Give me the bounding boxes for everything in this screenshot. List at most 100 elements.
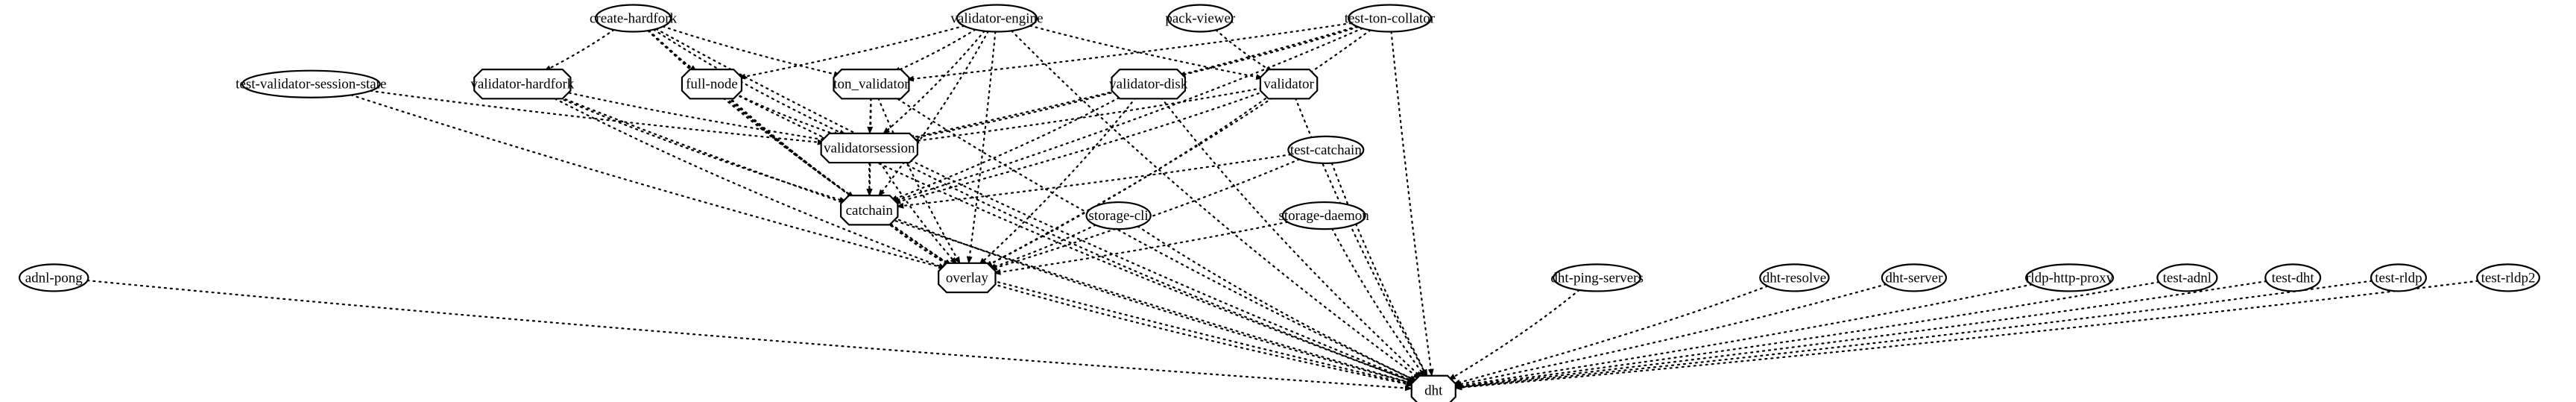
edge-catchain-to-overlay [885,221,951,267]
node-dht-server: dht-server [1881,263,1948,292]
edge-overlay-to-dht [991,283,1414,387]
node-label: catchain [846,203,894,219]
node-label: storage-cli [1089,208,1149,224]
edge-validator-disk-to-dht [1160,96,1423,379]
edge-test-validator-session-state-to-validatorsession [369,89,825,145]
edge-validatorsession-to-dht [896,159,1416,383]
node-label: test-validator-session-state [236,77,386,92]
node-test-dht: test-dht [2264,263,2322,292]
node-shape [241,69,381,98]
node-test-catchain: test-catchain [1287,135,1365,165]
node-label: ton_validator [833,77,909,92]
node-validatorsession: validatorsession [820,132,918,164]
edge-dht-server-to-dht [1453,283,1887,387]
edge-create-hardfork-to-catchain [647,29,855,199]
node-validator-hardfork: validator-hardfork [470,68,575,100]
node-validator: validator [1259,68,1319,100]
edge-adnl-pong-to-dht [86,279,1413,392]
node-shape [18,263,89,292]
edge-validator-hardfork-to-overlay [549,95,947,269]
node-shape [1259,68,1319,100]
edge-validator-hardfork-to-validatorsession [562,90,830,142]
node-label: validator-engine [950,11,1043,27]
node-validator-disk: validator-disk [1109,68,1188,100]
edge-test-dht-to-dht [1454,280,2267,390]
node-label: test-rldp [2375,270,2422,286]
node-label: dht-resolve [1763,270,1826,286]
edge-storage-daemon-to-dht [1331,227,1427,378]
edge-storage-cli-to-overlay [988,224,1096,270]
edge-full-node-to-dht [733,92,1416,383]
node-create-hardfork: create-hardfork [590,4,678,33]
node-shape [1085,201,1152,230]
node-label: validator-hardfork [470,77,574,92]
edge-create-hardfork-to-validator-hardfork [543,28,615,72]
edge-validator-hardfork-to-dht [554,94,1415,385]
node-shape [1553,263,1642,292]
edges-layer [86,22,2479,392]
edge-validator-disk-to-overlay [978,96,1137,266]
node-shape [473,68,572,100]
edge-full-node-to-overlay [727,95,953,267]
edge-validator-engine-to-ton_validator [892,28,976,74]
node-label: create-hardfork [590,11,678,27]
node-label: dht-ping-servers [1550,270,1644,286]
node-shape [1347,4,1432,33]
node-shape [840,195,899,226]
node-storage-daemon: storage-daemon [1278,201,1369,230]
node-label: test-dht [2272,270,2315,286]
node-label: dht [1424,383,1443,398]
node-test-validator-session-state: test-validator-session-state [236,69,386,98]
node-validator-engine: validator-engine [950,4,1044,33]
node-dht-resolve: dht-resolve [1759,263,1830,292]
node-shape [820,132,918,164]
node-label: test-rldp2 [2481,270,2536,286]
node-shape [2025,263,2115,292]
edge-test-adnl-to-dht [1453,280,2160,389]
node-rldp-http-proxy: rldp-http-proxy [2025,263,2115,292]
node-shape [1167,4,1234,33]
node-pack-viewer: pack-viewer [1165,4,1236,33]
edge-validator-engine-to-overlay [966,31,997,264]
edge-test-catchain-to-dht [1330,162,1428,377]
node-label: pack-viewer [1165,11,1236,27]
edge-test-catchain-to-catchain [896,154,1292,209]
node-shape [2370,263,2427,292]
edge-catchain-to-dht [892,216,1415,386]
edge-test-rldp-to-dht [1454,280,2373,391]
edge-validator-disk-to-validatorsession [906,90,1118,141]
node-shape [2264,263,2322,292]
node-overlay: overlay [938,262,997,294]
node-shape [1281,201,1366,230]
edge-create-hardfork-to-ton_validator [662,25,842,78]
node-label: adnl-pong [25,270,83,286]
node-shape [2476,263,2540,292]
node-shape [938,262,997,294]
edge-create-hardfork-to-overlay [648,29,953,267]
node-label: storage-daemon [1278,208,1369,224]
node-shape [1111,68,1187,100]
edge-full-node-to-catchain [726,95,855,199]
edge-test-ton-collator-to-ton_validator [906,22,1352,82]
edge-validator-engine-to-dht [1011,30,1421,380]
edge-dht-ping-servers-to-dht [1448,289,1580,381]
node-ton_validator: ton_validator [833,68,910,100]
node-label: test-catchain [1290,142,1363,158]
edge-validator-disk-to-catchain [889,94,1126,201]
node-shape [595,4,672,33]
node-adnl-pong: adnl-pong [18,263,89,292]
node-shape [681,68,743,100]
node-label: validator-disk [1109,77,1188,92]
node-test-rldp: test-rldp [2370,263,2427,292]
edge-test-rldp2-to-dht [1454,280,2479,391]
node-label: test-adnl [2163,270,2212,286]
edge-test-ton-collator-to-catchain [891,27,1363,203]
node-shape [956,4,1038,33]
node-test-rldp2: test-rldp2 [2476,263,2540,292]
node-storage-cli: storage-cli [1085,201,1152,230]
node-shape [1881,263,1948,292]
node-full-node: full-node [681,68,743,100]
edge-validator-engine-to-validatorsession [882,30,985,135]
node-shape [2156,263,2218,292]
edge-validator-hardfork-to-catchain [552,94,847,203]
